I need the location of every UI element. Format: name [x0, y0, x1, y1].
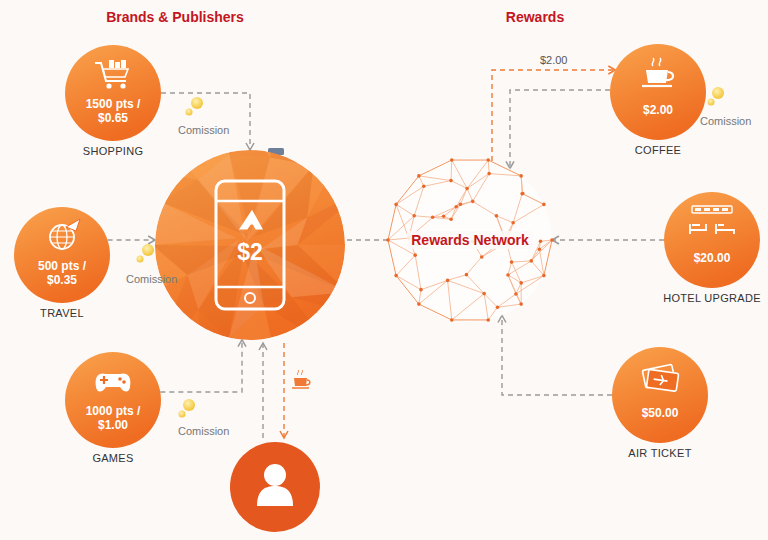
coffee-delivery-icon — [292, 370, 310, 388]
dashed-connector — [161, 93, 250, 150]
dashed-connector — [552, 239, 664, 240]
dashed-connector — [510, 90, 610, 168]
dashed-connector — [345, 239, 388, 240]
commission-label: Comission — [700, 115, 751, 127]
node-shape — [664, 192, 760, 288]
node-text-box: $2.00 — [610, 90, 706, 130]
service-caption: COFFEE — [570, 144, 746, 156]
dashed-connector — [160, 340, 242, 392]
service-caption: TRAVEL — [0, 307, 150, 319]
value-text: $20.00 — [694, 251, 731, 265]
node-shape — [612, 347, 708, 443]
node-shape — [65, 352, 161, 448]
service-circle: 1500 pts / $0.65SHOPPING — [65, 45, 161, 141]
cart-icon — [95, 60, 128, 89]
circle-shape — [610, 44, 706, 140]
commission-label: Comission — [126, 273, 177, 285]
pad-icon — [96, 373, 131, 391]
service-caption: HOTEL UPGRADE — [624, 292, 768, 304]
service-circle: $50.00AIR TICKET — [612, 347, 708, 443]
service-caption: GAMES — [25, 452, 201, 464]
dashed-connector — [502, 315, 612, 395]
network-mesh — [386, 158, 554, 322]
circle-shape — [664, 192, 760, 288]
wallet-hub: $2 — [155, 150, 345, 340]
node-shape — [65, 45, 161, 141]
value-text: 1000 pts / $1.00 — [79, 404, 147, 433]
coin-icon — [179, 399, 196, 418]
user-delivery-line — [283, 343, 284, 438]
section-heading: Rewards — [506, 9, 564, 25]
node-text-box: $50.00 — [612, 393, 708, 433]
service-circle: 500 pts / $0.35TRAVEL — [14, 207, 110, 303]
circle-shape — [612, 347, 708, 443]
service-circle: $2.00COFFEE — [610, 44, 706, 140]
commission-label: Comission — [178, 425, 229, 437]
service-caption: AIR TICKET — [572, 447, 748, 459]
value-text: $2.00 — [643, 103, 673, 117]
coin-icon — [137, 244, 155, 263]
value-text: $50.00 — [642, 406, 679, 420]
globe-icon — [50, 219, 80, 249]
coin-icon — [708, 87, 725, 106]
balance-text: $2 — [237, 239, 263, 267]
circle-shape — [14, 207, 110, 303]
faceted-circle — [55, 64, 446, 433]
service-circle: 1000 pts / $1.00GAMES — [65, 352, 161, 448]
network-node: Rewards Network — [388, 158, 552, 322]
node-text-box: 500 pts / $0.35 — [14, 253, 110, 293]
service-circle: $20.00HOTEL UPGRADE — [664, 192, 760, 288]
coin-icon — [186, 97, 204, 116]
ticket-icon — [642, 364, 678, 391]
section-heading: Brands & Publishers — [106, 9, 244, 25]
bed-icon — [690, 206, 734, 234]
value-text: 1500 pts / $0.65 — [79, 97, 147, 126]
network-title: Rewards Network — [407, 231, 532, 250]
user-request-line — [262, 343, 263, 438]
node-shape — [610, 44, 706, 140]
commission-label: Comission — [178, 124, 229, 136]
cup-icon — [642, 58, 673, 86]
node-shape — [14, 207, 110, 303]
dashed-connector — [108, 239, 156, 240]
service-caption: SHOPPING — [25, 145, 201, 157]
node-text-box: Rewards Network — [388, 158, 552, 322]
node-text-box: 1500 pts / $0.65 — [65, 91, 161, 131]
phone-icon — [216, 181, 284, 309]
node-text-box: 1000 pts / $1.00 — [65, 398, 161, 438]
circle-shape — [65, 352, 161, 448]
user-avatar — [230, 442, 320, 532]
edge-label: $2.00 — [538, 54, 570, 66]
circle-shape — [65, 45, 161, 141]
value-text: 500 pts / $0.35 — [28, 259, 96, 288]
node-text-box: $20.00 — [664, 238, 760, 278]
node-text-box: $2 — [155, 233, 345, 273]
